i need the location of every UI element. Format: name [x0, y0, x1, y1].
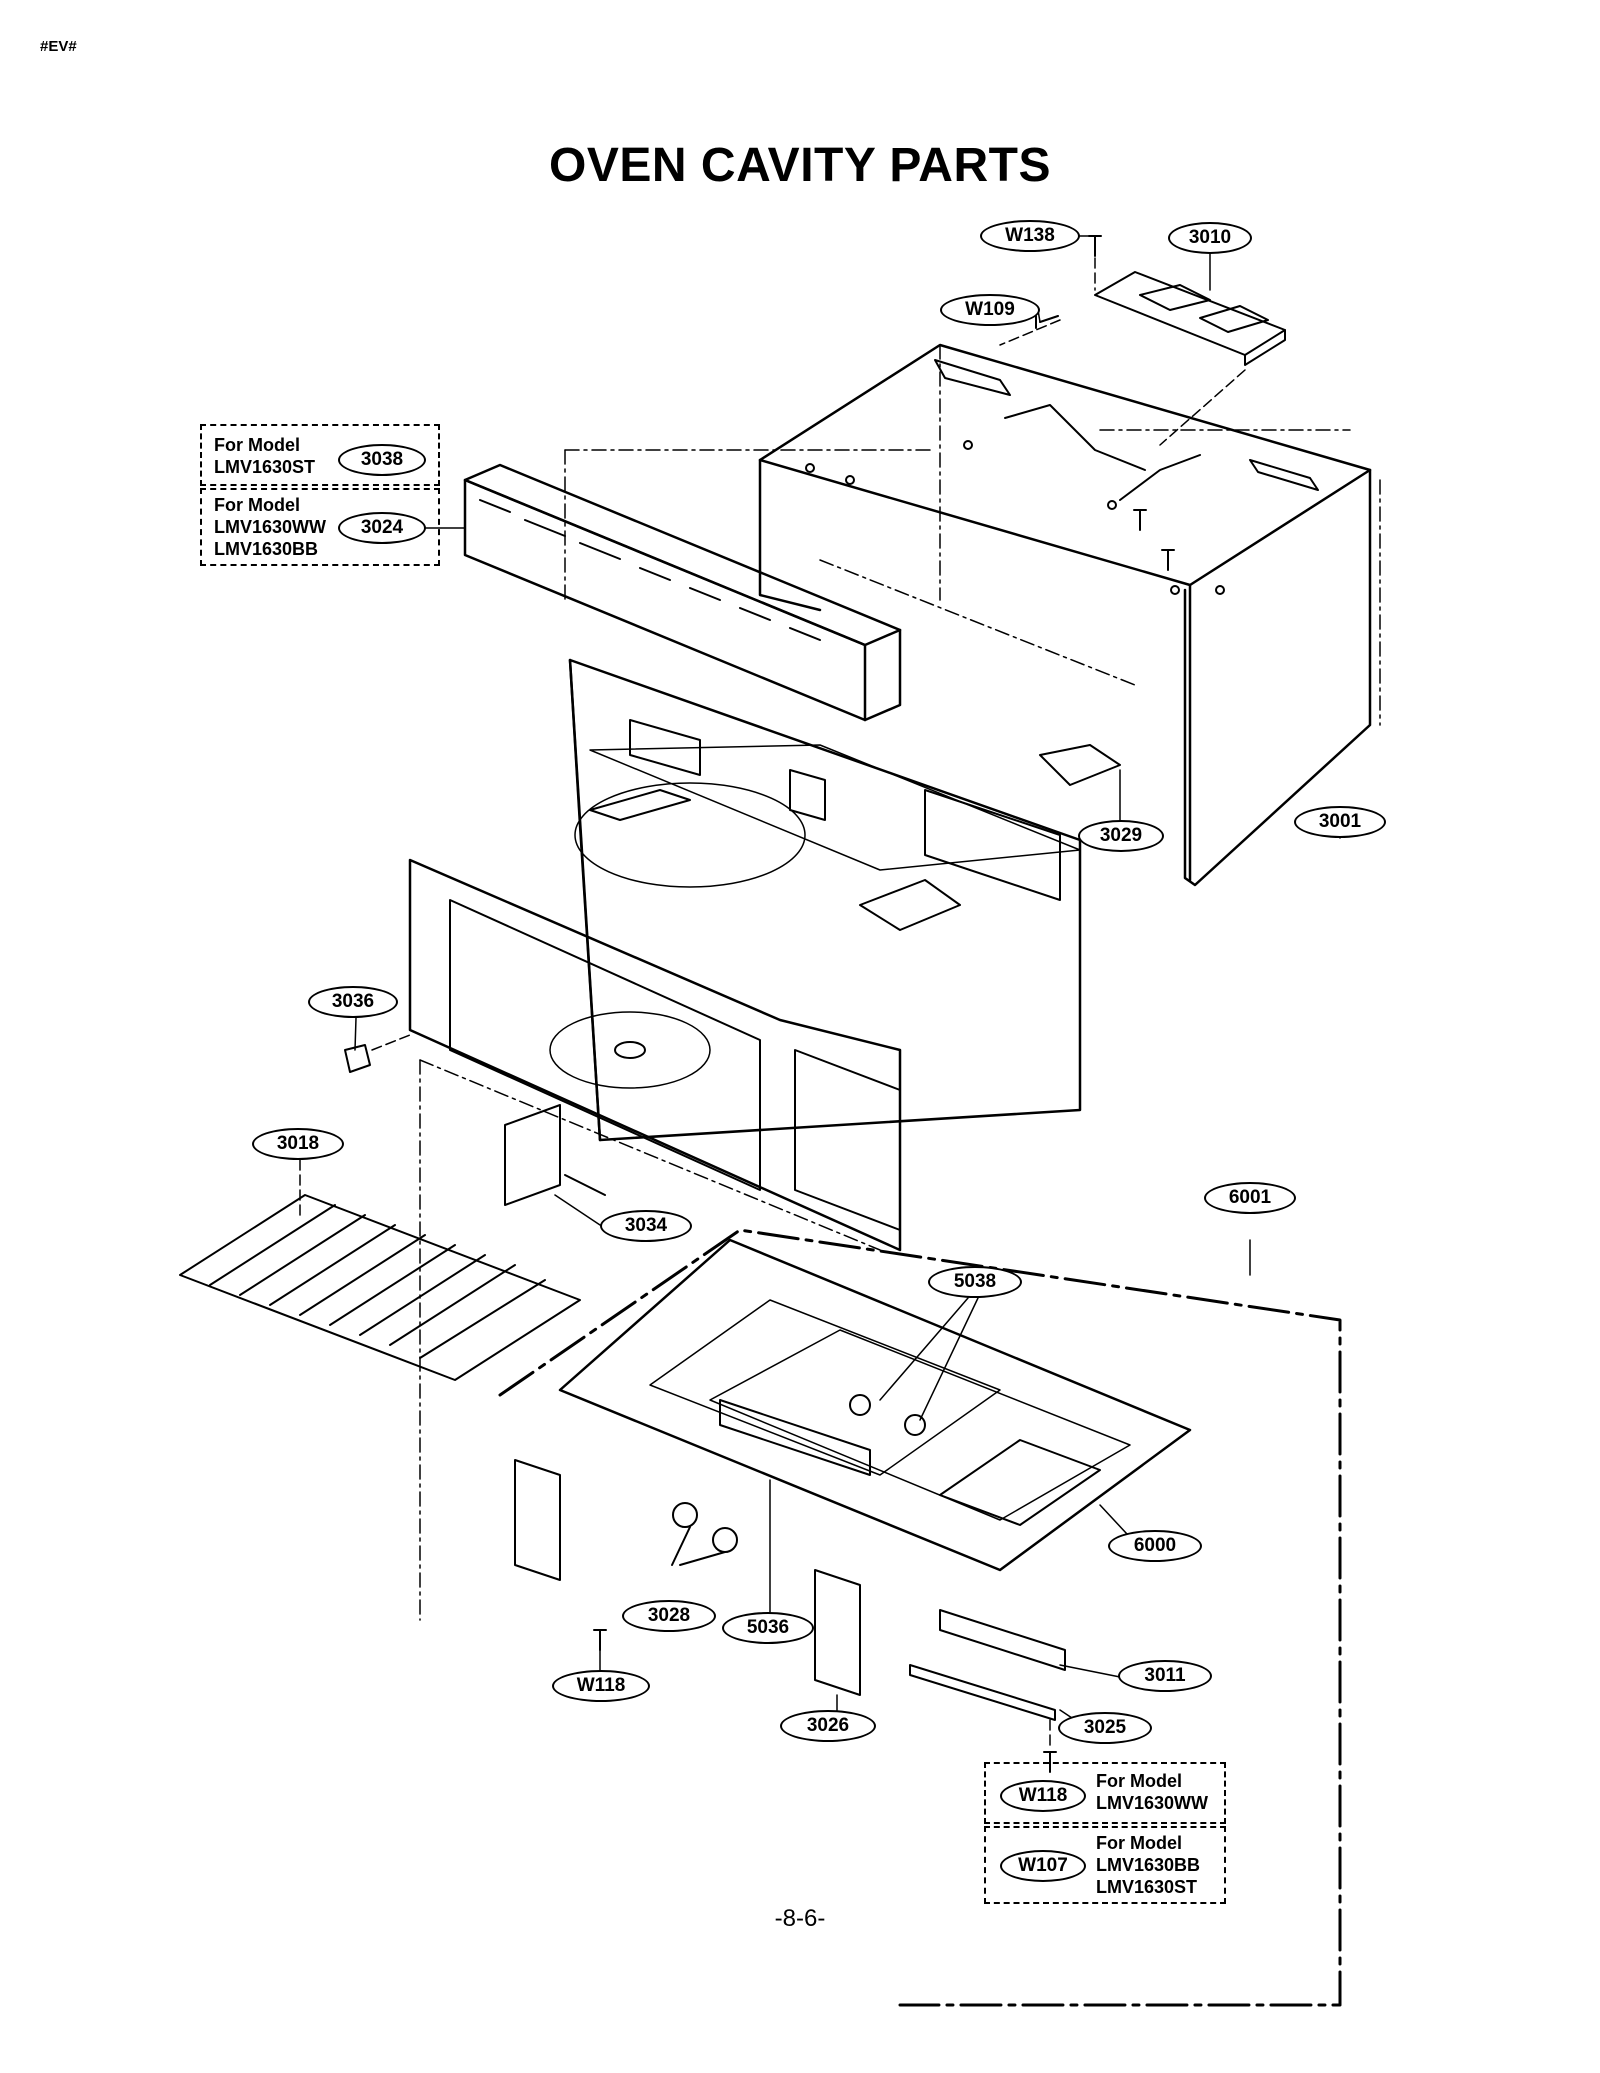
model-note-box-w118 — [984, 1762, 1226, 1824]
model-note-3024-text: For Model LMV1630WW LMV1630BB — [214, 495, 327, 559]
oven-cavity-drawing — [408, 658, 1082, 1621]
callout-3025: 3025 — [1058, 1712, 1152, 1744]
callout-3026: 3026 — [780, 1710, 876, 1742]
model-note-box-w107 — [984, 1826, 1226, 1904]
callout-3024: 3024 — [338, 512, 426, 544]
model-note-3038-text: For Model LMV1630ST — [214, 435, 316, 477]
callout-3034: 3034 — [600, 1210, 692, 1242]
callout-3038: 3038 — [338, 444, 426, 476]
callout-6000: 6000 — [1108, 1530, 1202, 1562]
base-plate-6000-drawing — [498, 1228, 1342, 2007]
callout-3029: 3029 — [1078, 820, 1164, 852]
model-note-w118-text: For Model LMV1630WW — [1096, 1771, 1209, 1813]
callout-w107: W107 — [1000, 1850, 1086, 1882]
oven-rack-3018-drawing — [179, 1159, 581, 1381]
callout-3010: 3010 — [1168, 222, 1252, 254]
callout-6001: 6001 — [1204, 1182, 1296, 1214]
model-note-box-3024 — [200, 488, 440, 566]
callout-3036: 3036 — [308, 986, 398, 1018]
small-parts-drawing — [344, 744, 1121, 1566]
callout-w138: W138 — [980, 220, 1080, 252]
document-code: #EV# — [40, 38, 77, 55]
control-panel-frame-drawing — [463, 449, 1136, 722]
outer-case-drawing — [758, 343, 1381, 887]
callout-w118-note: W118 — [1000, 1780, 1086, 1812]
page-title: OVEN CAVITY PARTS — [549, 139, 1051, 192]
callout-w118-left: W118 — [552, 1670, 650, 1702]
callout-3001: 3001 — [1294, 806, 1386, 838]
callout-3028: 3028 — [622, 1600, 716, 1632]
filters-and-covers-drawing — [514, 1459, 1066, 1773]
callout-5036: 5036 — [722, 1612, 814, 1644]
page-number: -8-6- — [774, 1905, 826, 1932]
callout-5038: 5038 — [928, 1266, 1022, 1298]
model-note-box-3038 — [200, 424, 440, 486]
leader-lines — [354, 235, 1351, 1731]
model-note-w107-text: For Model LMV1630BB LMV1630ST — [1096, 1833, 1201, 1897]
callout-3011: 3011 — [1118, 1660, 1212, 1692]
callout-3018: 3018 — [252, 1128, 344, 1160]
callout-w109: W109 — [940, 294, 1040, 326]
